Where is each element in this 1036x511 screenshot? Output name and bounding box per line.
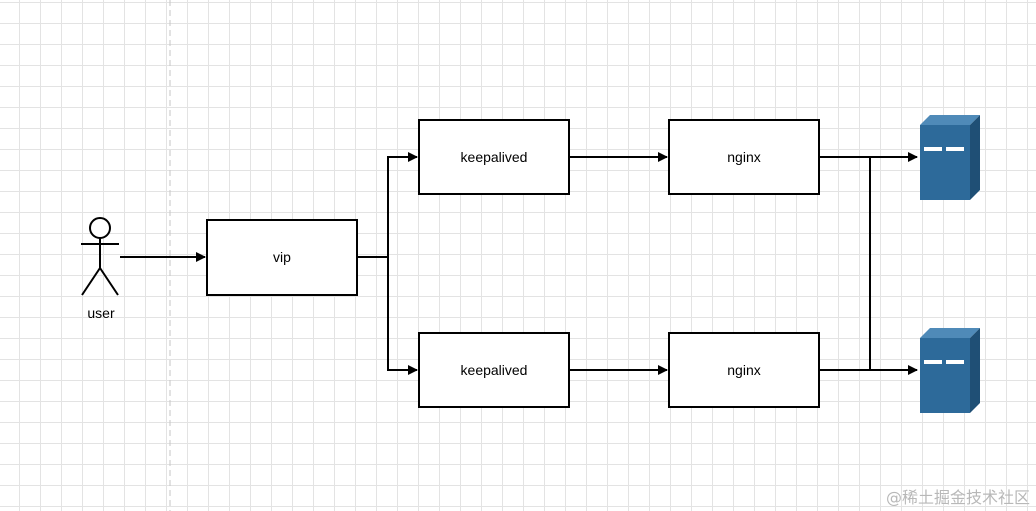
vip-label: vip: [273, 249, 291, 265]
nginx-top-node[interactable]: nginx: [668, 119, 820, 195]
keepalived-bottom-label: keepalived: [461, 362, 528, 378]
user-label: user: [87, 305, 115, 321]
edge-vip-keepalived-top: [357, 152, 418, 258]
nginx-top-label: nginx: [727, 149, 760, 165]
keepalived-bottom-node[interactable]: keepalived: [418, 332, 570, 408]
keepalived-top-node[interactable]: keepalived: [418, 119, 570, 195]
nginx-bottom-label: nginx: [727, 362, 760, 378]
watermark-text: @稀土掘金技术社区: [885, 488, 1030, 507]
edge-vip-keepalived-bottom: [387, 257, 418, 375]
keepalived-top-label: keepalived: [461, 149, 528, 165]
vip-node[interactable]: vip: [206, 219, 358, 296]
server-bottom-icon[interactable]: [920, 328, 980, 413]
nginx-bottom-node[interactable]: nginx: [668, 332, 820, 408]
user-actor-icon[interactable]: [81, 217, 119, 296]
server-top-icon[interactable]: [920, 115, 980, 200]
